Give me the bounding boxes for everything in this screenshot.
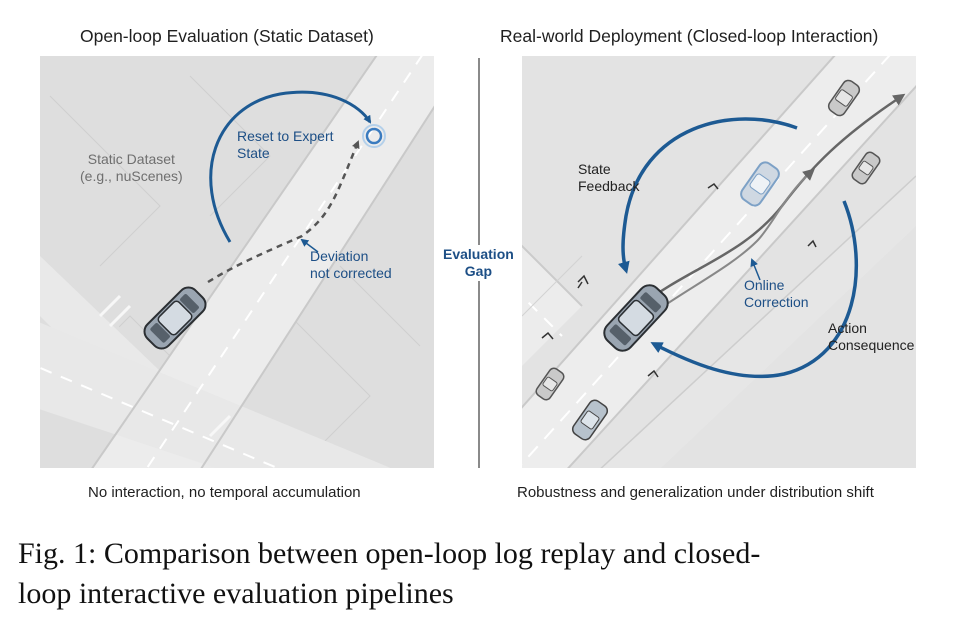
- cyclist-icon: [807, 239, 817, 248]
- reset-to-expert-label: Reset to Expert State: [237, 128, 334, 161]
- main-road: [92, 56, 434, 468]
- reset-arrow: [209, 90, 372, 243]
- vehicle: [827, 79, 861, 117]
- expert-state-marker: [365, 127, 383, 145]
- deviation-path: [207, 140, 360, 284]
- left-panel-footer: No interaction, no temporal accumulation: [88, 484, 361, 501]
- right-panel-title: Real-world Deployment (Closed-loop Inter…: [500, 26, 879, 46]
- action-consequence-arrow: [650, 200, 859, 379]
- ego-car: [603, 284, 669, 352]
- pedestrian-icon: [647, 369, 659, 378]
- vehicle: [740, 161, 780, 207]
- state-feedback-arrow: [618, 117, 798, 274]
- vehicle: [571, 399, 609, 441]
- evaluation-gap-label: Evaluation Gap: [441, 245, 516, 281]
- open-loop-scene: [40, 56, 434, 468]
- corrected-trajectory: [651, 168, 815, 315]
- right-panel-footer: Robustness and generalization under dist…: [517, 484, 874, 501]
- state-feedback-label: State Feedback: [578, 161, 640, 194]
- static-dataset-label: Static Dataset (e.g., nuScenes): [80, 151, 183, 184]
- vehicle: [535, 367, 565, 401]
- deviation-label: Deviation not corrected: [310, 248, 392, 281]
- figure-caption-line-1: Fig. 1: Comparison between open-loop log…: [18, 537, 761, 570]
- ego-car: [143, 286, 207, 350]
- closed-loop-scene: [522, 56, 916, 468]
- online-correction-label: Online Correction: [744, 277, 809, 310]
- pedestrian-icon: [577, 274, 589, 289]
- figure-caption-line-2: loop interactive evaluation pipelines: [18, 577, 454, 610]
- pedestrian-icon: [541, 331, 554, 340]
- left-panel-title: Open-loop Evaluation (Static Dataset): [80, 26, 374, 46]
- cyclist-icon: [707, 182, 719, 190]
- main-road: [522, 56, 916, 468]
- action-consequence-label: Action Consequence: [828, 320, 915, 353]
- vehicle: [851, 151, 881, 185]
